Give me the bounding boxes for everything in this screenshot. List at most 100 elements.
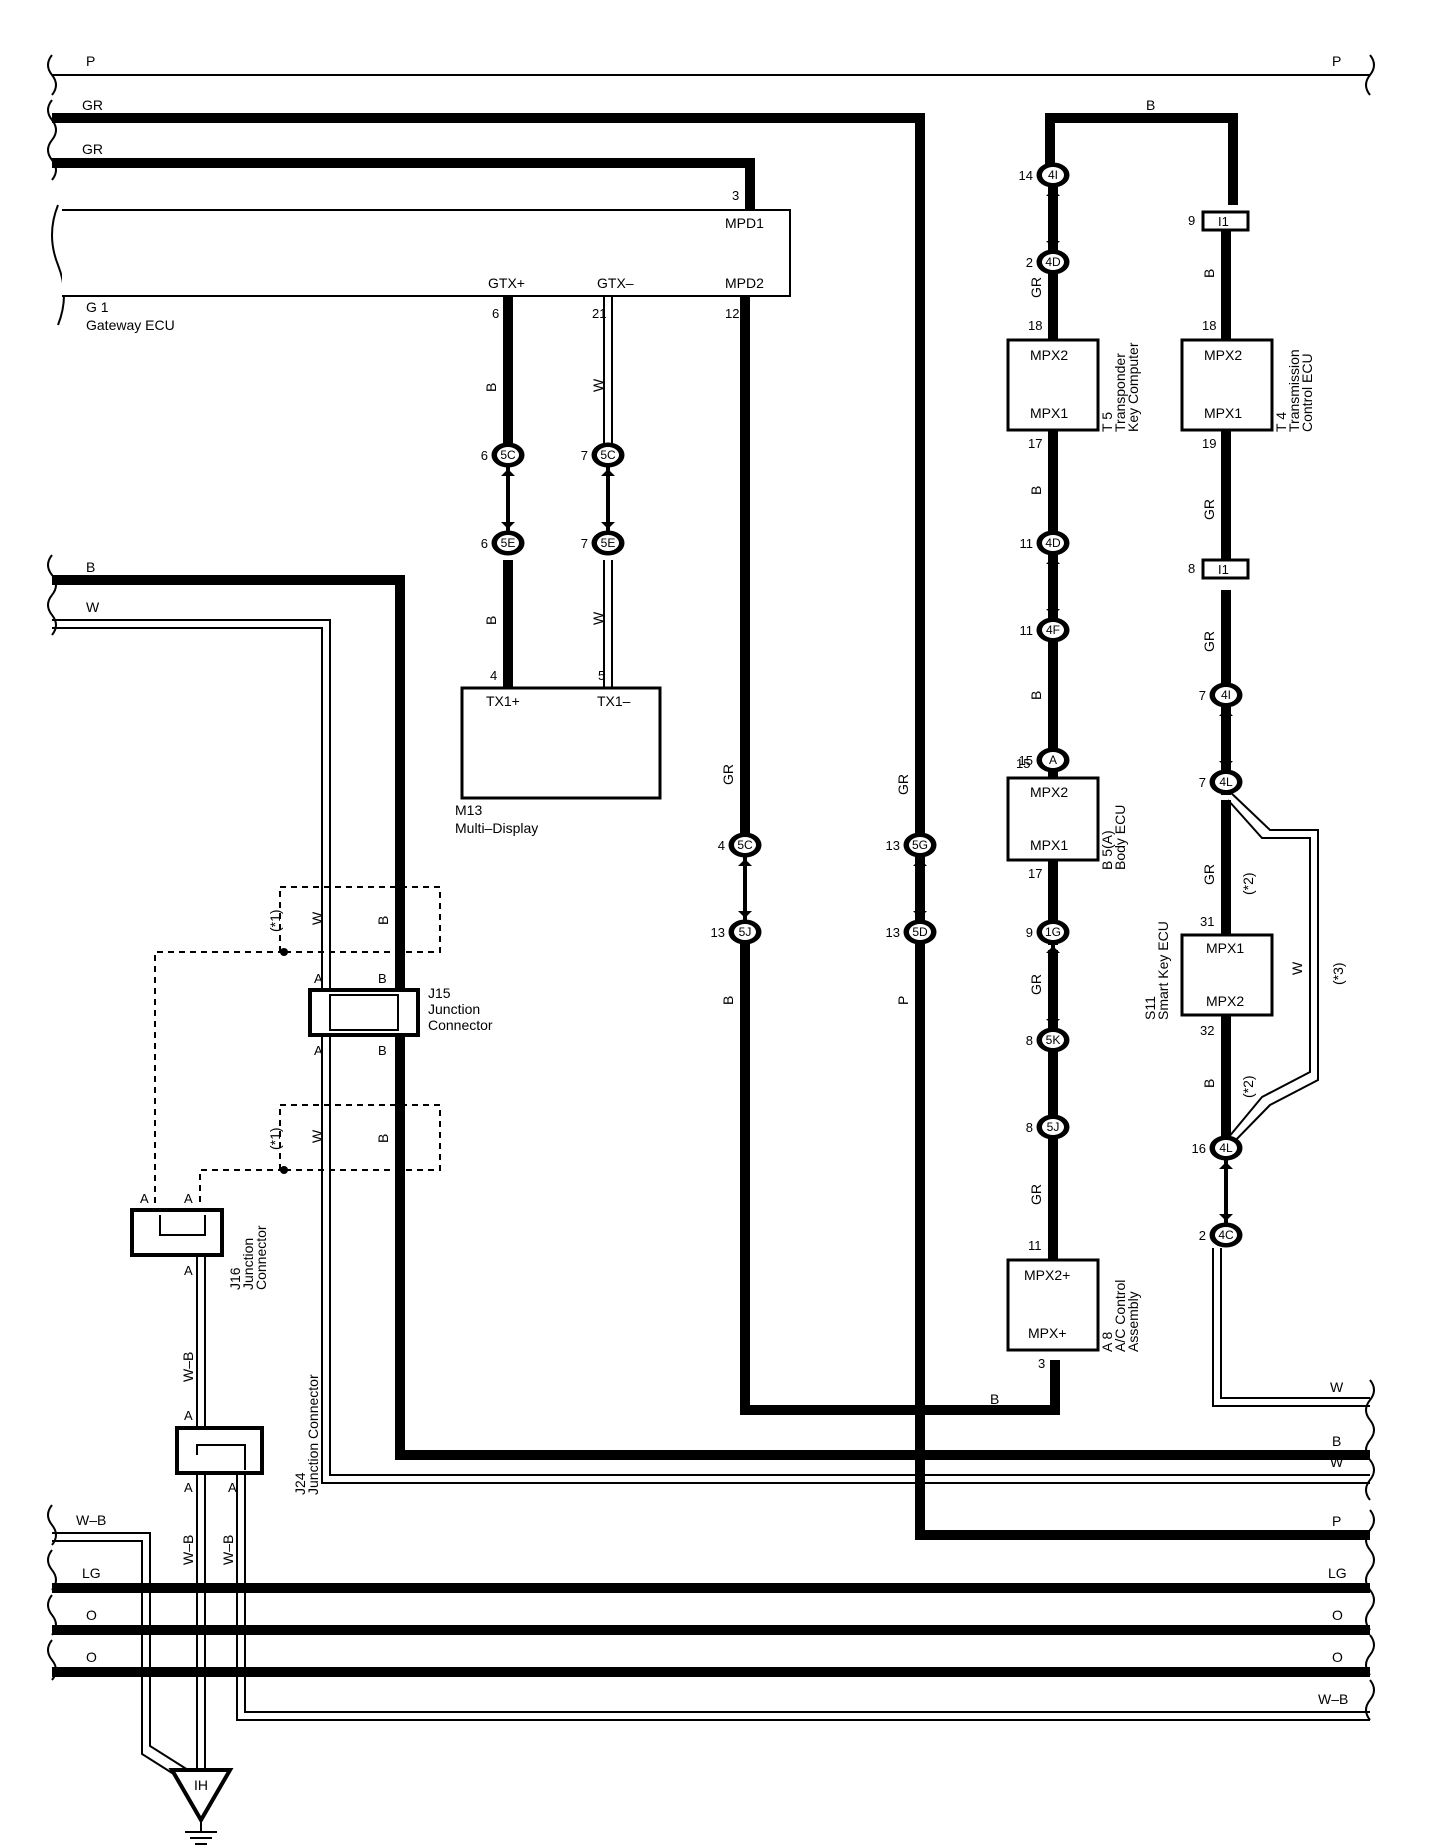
arrow-head-icon — [1046, 557, 1060, 564]
arrow-head-icon — [1046, 189, 1060, 196]
wl-b-6: B — [1201, 269, 1217, 278]
j15-name2: Connector — [428, 1017, 493, 1033]
wl-gr-3: GR — [1028, 277, 1044, 298]
body-pin-num-a: 15 — [1016, 756, 1030, 771]
connector-label: A — [1049, 753, 1057, 767]
i1-b-label: I1 — [1218, 562, 1229, 577]
j16-junction-connector: A A A J16 Junction Connector — [130, 1191, 269, 1290]
connector-pin: 15 — [1019, 753, 1033, 768]
right-break-marks — [1365, 54, 1375, 1721]
connector-c4i_b: 4I7 — [1199, 682, 1243, 708]
arrow-head-icon — [501, 522, 515, 529]
t4-pin-num-b: 19 — [1202, 436, 1216, 451]
sk-code: S11 — [1142, 996, 1158, 1020]
connector-c5c_a: 5C 6 — [481, 442, 525, 468]
sk-pin-num-b: 32 — [1200, 1023, 1214, 1038]
note-3: (*3) — [1330, 962, 1346, 985]
connector-pin: 13 — [886, 925, 900, 940]
connector-pin: 6 — [481, 536, 488, 551]
j15-pin-a-bot: A — [314, 1043, 323, 1058]
i1-b-pin: 8 — [1188, 561, 1195, 576]
connector-label: 5J — [739, 925, 752, 939]
wl-b-dash2: B — [375, 1134, 391, 1143]
connector-label: 5J — [1047, 1120, 1060, 1134]
sk-pin-a: MPX1 — [1206, 940, 1244, 956]
t5-name2: Key Computer — [1125, 342, 1141, 432]
left-label-wb: W–B — [76, 1512, 106, 1528]
arrow-head-icon — [913, 859, 927, 866]
left-label-o1: O — [86, 1607, 97, 1623]
j24-junction-connector: A A A J24 Junction Connector — [175, 1374, 321, 1495]
body-code: B 5(A) — [1099, 830, 1115, 870]
transmission-control-ecu: MPX2 MPX1 18 19 T 4 Transmission Control… — [1180, 318, 1315, 451]
wl-w-1: W — [590, 378, 606, 392]
connector-label: 5C — [737, 838, 753, 852]
wl-gr-5: GR — [1028, 1184, 1044, 1205]
splice-dots — [280, 948, 288, 1174]
left-wire-labels: P GR GR B W W–B LG O O — [76, 53, 106, 1665]
left-label-w: W — [86, 599, 100, 615]
wl-b-7: B — [1201, 1079, 1217, 1088]
connector-c5j_b: 5J8 — [1026, 1114, 1070, 1140]
arrow-head-icon — [738, 911, 752, 918]
right-label-w: W — [1330, 1379, 1344, 1395]
wl-gr-8: GR — [1201, 864, 1217, 885]
t4-name1: Transmission — [1286, 349, 1302, 432]
connector-label: 4D — [1045, 536, 1061, 550]
ac-pin-num-b: 3 — [1038, 1356, 1045, 1371]
wl-gr-4: GR — [1028, 974, 1044, 995]
body-name: Body ECU — [1112, 805, 1128, 870]
arrow-head-icon — [738, 859, 752, 866]
j15-pin-a-top: A — [314, 971, 323, 986]
gateway-pin-gtxp: GTX+ — [488, 275, 525, 291]
ground-symbol-icon: IH — [168, 1768, 234, 1845]
arrow-head-icon — [913, 911, 927, 918]
j16-code: J16 — [227, 1267, 243, 1290]
wl-w-2: W — [590, 611, 606, 625]
arrow-head-icon — [1046, 609, 1060, 616]
connector-pin: 7 — [1199, 775, 1206, 790]
t5-pin-num-b: 17 — [1028, 436, 1042, 451]
right-label-lg: LG — [1328, 1565, 1347, 1581]
wl-gr-2: GR — [895, 774, 911, 795]
wl-wb-2: W–B — [180, 1535, 196, 1565]
sk-name: Smart Key ECU — [1155, 921, 1171, 1020]
note-1b: (*1) — [267, 1127, 283, 1150]
gateway-pin-num-mpd1: 3 — [732, 188, 739, 203]
connector-label: 4I — [1221, 688, 1231, 702]
arrow-head-icon — [501, 469, 515, 476]
connector-pin: 6 — [481, 448, 488, 463]
left-label-p: P — [86, 53, 95, 69]
wl-b-3: B — [720, 996, 736, 1005]
gateway-name: Gateway ECU — [86, 317, 175, 333]
body-pin-b: MPX1 — [1030, 837, 1068, 853]
connector-label: 5G — [912, 838, 928, 852]
md-pin-num-tx1m: 5 — [598, 668, 605, 683]
j16-pin-a2: A — [184, 1191, 193, 1206]
left-label-gr2: GR — [82, 141, 103, 157]
thick-wires — [52, 113, 1370, 1677]
connector-label: 4L — [1219, 775, 1233, 789]
wl-w-dash1: W — [309, 911, 325, 925]
t4-code: T 4 — [1273, 412, 1289, 432]
wl-gr-6: GR — [1201, 499, 1217, 520]
note-2a: (*2) — [1240, 872, 1256, 895]
connector-label: 4D — [1045, 255, 1061, 269]
ac-name1: A/C Control — [1112, 1280, 1128, 1352]
md-pin-tx1p: TX1+ — [486, 693, 520, 709]
connector-label: 5K — [1046, 1033, 1061, 1047]
gateway-pin-num-mpd2: 12 — [725, 306, 739, 321]
md-pin-num-tx1p: 4 — [490, 668, 497, 683]
connector-c5e_b: 5E7 — [581, 530, 625, 556]
t5-pin-a: MPX2 — [1030, 347, 1068, 363]
connector-pin: 11 — [1020, 536, 1034, 551]
connector-label: 4I — [1048, 168, 1058, 182]
connector-label: 5C — [500, 448, 516, 462]
md-code: M13 — [455, 802, 482, 818]
connector-c5c_b: 5C7 — [581, 442, 625, 468]
j16-pin-a1: A — [140, 1191, 149, 1206]
